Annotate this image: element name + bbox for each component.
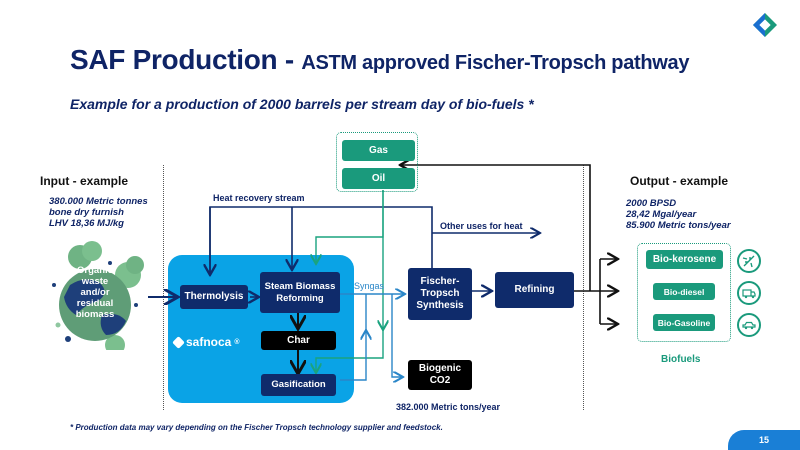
output-stat-tons: 85.900 Metric tons/year	[626, 220, 731, 231]
co2-amount: 382.000 Metric tons/year	[396, 402, 501, 412]
gas-oil-group	[336, 132, 418, 192]
input-stats: 380.000 Metric tonnes bone dry furnish L…	[49, 196, 148, 229]
feedstock-line: biomass	[75, 309, 115, 320]
feedstock-line: and/or	[80, 287, 110, 298]
input-stat-lhv: LHV 18,36 MJ/kg	[49, 218, 124, 229]
input-separator	[163, 165, 164, 410]
product-label: Bio-kerosene	[652, 253, 717, 265]
oil-box: Oil	[342, 168, 415, 189]
input-heading: Input - example	[40, 174, 129, 188]
output-stat-bpsd: 2000 BPSD	[626, 198, 677, 209]
product-bio-diesel: Bio-diesel	[653, 283, 715, 300]
char-box: Char	[261, 331, 336, 350]
output-stat-mgal: 28,42 Mgal/year	[626, 209, 697, 220]
heat-recovery-line	[209, 206, 433, 275]
product-bio-kerosene: Bio-kerosene	[646, 250, 723, 269]
gas-label: Gas	[369, 144, 388, 156]
product-bio-gasoline: Bio-Gasoline	[653, 314, 715, 331]
page-subtitle: Example for a production of 2000 barrels…	[70, 96, 534, 112]
product-label: Bio-Gasoline	[657, 317, 711, 328]
output-separator	[583, 165, 584, 410]
gas-box: Gas	[342, 140, 415, 161]
title-sub: ASTM approved Fischer-Tropsch pathway	[301, 52, 690, 74]
reforming-line: Reforming	[276, 292, 324, 304]
output-stats: 2000 BPSD 28,42 Mgal/year 85.900 Metric …	[626, 198, 731, 231]
ft-line: Tropsch	[420, 288, 460, 299]
thermolysis-box: Thermolysis	[180, 285, 248, 309]
input-stat-furnish: bone dry furnish	[49, 207, 124, 218]
feedstock-line: waste	[81, 276, 109, 287]
heat-recovery-label: Heat recovery stream	[213, 193, 305, 203]
feedstock-line: residual	[76, 298, 114, 309]
syngas-label: Syngas	[354, 281, 385, 291]
reforming-line: Steam Biomass	[264, 280, 336, 292]
page-number-text: 15	[758, 435, 769, 445]
other-heat-label: Other uses for heat	[440, 221, 523, 231]
brand-registered-mark: ®	[234, 338, 240, 346]
gasification-box: Gasification	[261, 374, 336, 396]
char-label: Char	[287, 334, 310, 346]
car-icon	[737, 313, 761, 337]
thermolysis-label: Thermolysis	[184, 291, 244, 302]
gasification-label: Gasification	[271, 379, 326, 390]
feedstock-label: Organic waste and/or residual biomass	[58, 265, 132, 320]
oil-label: Oil	[371, 172, 386, 184]
biofuels-label: Biofuels	[661, 354, 701, 365]
refining-box: Refining	[495, 272, 574, 308]
input-stat-tonnes: 380.000 Metric tonnes	[49, 196, 148, 207]
ft-line: Synthesis	[416, 300, 464, 311]
co2-line: CO2	[429, 375, 451, 386]
truck-icon	[737, 281, 761, 305]
ft-line: Fischer-	[420, 276, 460, 287]
output-heading: Output - example	[630, 174, 729, 188]
page-number: 15	[728, 430, 800, 450]
title-main: SAF Production -	[70, 44, 302, 75]
page-title: SAF Production - ASTM approved Fischer-T…	[70, 44, 690, 76]
company-logo-icon	[752, 12, 778, 38]
airplane-icon	[737, 249, 761, 273]
footnote: * Production data may vary depending on …	[70, 423, 443, 432]
feedstock-line: Organic	[77, 265, 113, 276]
safnoca-brand: safnoca®	[172, 335, 240, 349]
co2-line: Biogenic	[418, 363, 462, 374]
refining-label: Refining	[514, 284, 555, 295]
product-label: Bio-diesel	[663, 286, 705, 297]
biofuels-group	[637, 243, 731, 342]
feedstock-globe: Organic waste and/or residual biomass	[40, 235, 150, 355]
brand-name: safnoca	[186, 335, 232, 349]
